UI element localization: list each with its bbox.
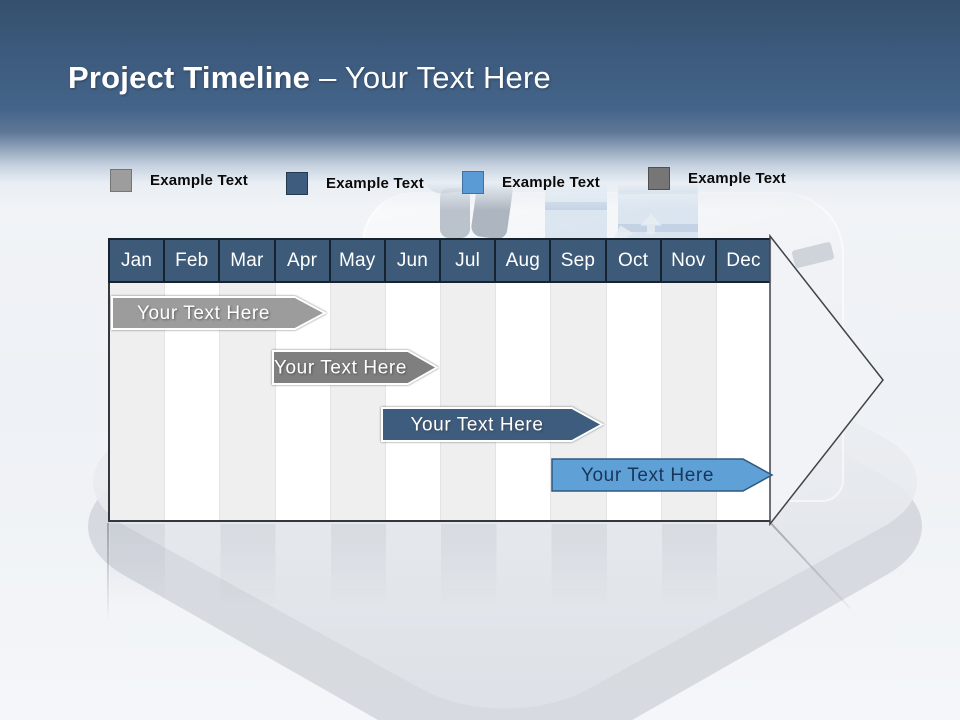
month-cell-nov: Nov (661, 240, 715, 281)
month-cell-jan: Jan (110, 240, 164, 281)
legend-item: Example Text (648, 167, 786, 190)
timeline-body (108, 283, 772, 522)
month-cell-mar: Mar (220, 240, 274, 281)
legend-label: Example Text (688, 170, 786, 187)
legend-item: Example Text (110, 169, 248, 192)
legend-swatch (110, 169, 132, 192)
timeline-arrowhead (769, 234, 884, 526)
legend-label: Example Text (326, 175, 424, 192)
month-column-feb (165, 283, 221, 520)
slide-title: Project Timeline– Your Text Here (68, 60, 551, 96)
month-cell-aug: Aug (496, 240, 550, 281)
month-cell-oct: Oct (606, 240, 660, 281)
month-cell-may: May (330, 240, 384, 281)
month-cell-jul: Jul (441, 240, 495, 281)
legend-item: Example Text (462, 171, 600, 194)
legend-item: Example Text (286, 172, 424, 195)
month-column-mar (220, 283, 276, 520)
month-column-aug (496, 283, 552, 520)
month-cell-feb: Feb (165, 240, 219, 281)
month-column-oct (606, 283, 662, 520)
month-cell-sep: Sep (551, 240, 605, 281)
table-reflection (110, 524, 772, 612)
month-column-nov (661, 283, 717, 520)
legend-swatch (648, 167, 670, 190)
month-column-jul (441, 283, 497, 520)
month-cell-apr: Apr (275, 240, 329, 281)
month-column-apr (275, 283, 331, 520)
month-column-jan (110, 283, 166, 520)
legend-swatch (286, 172, 308, 195)
month-cell-dec: Dec (716, 240, 771, 281)
table-reflection-edge (107, 523, 109, 621)
slide-title-light: – Your Text Here (319, 60, 551, 95)
month-column-sep (551, 283, 607, 520)
slide-title-bold: Project Timeline (68, 60, 311, 95)
legend-label: Example Text (502, 174, 600, 191)
legend-swatch (462, 171, 484, 194)
month-cell-jun: Jun (385, 240, 440, 281)
month-column-jun (385, 283, 442, 520)
legend-label: Example Text (150, 172, 248, 189)
month-column-may (330, 283, 386, 520)
